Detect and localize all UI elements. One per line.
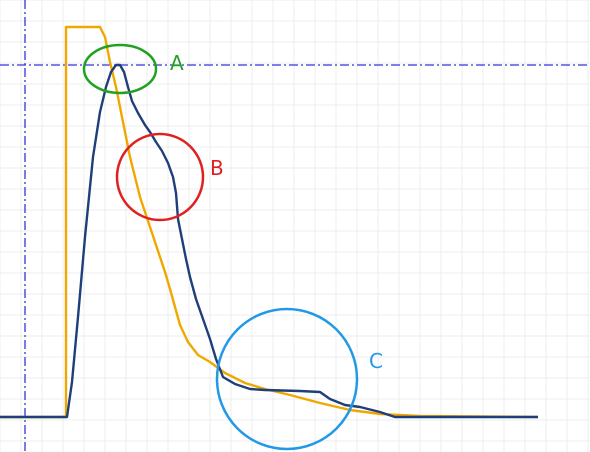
series-line-2: [0, 63, 538, 419]
annotation-b-label: B: [210, 156, 224, 180]
annotation-b-circle: [115, 132, 205, 222]
annotation-c-label: C: [369, 349, 383, 373]
series-layer: [0, 25, 539, 419]
annotation-c-circle: [215, 307, 359, 451]
annotation-a-label: A: [170, 51, 184, 75]
series-line-1: [0, 25, 539, 419]
annotation-a-circle: [82, 43, 158, 95]
